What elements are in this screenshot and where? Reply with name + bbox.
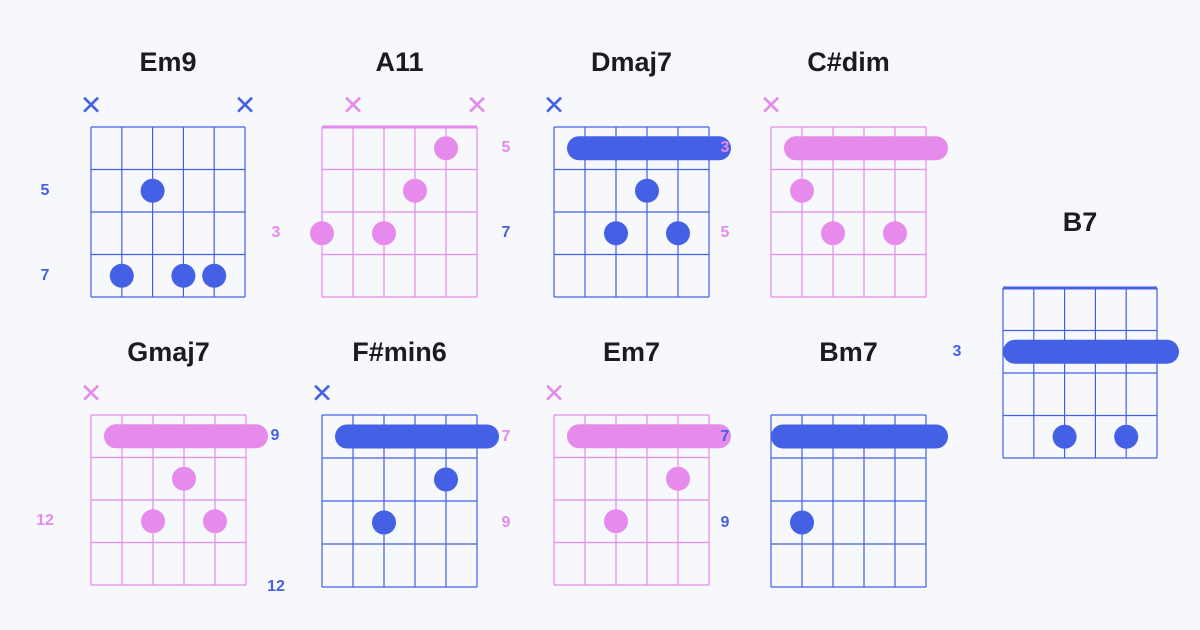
chord-name: C#dim (807, 47, 890, 77)
finger-dot (434, 136, 458, 161)
mute-marker: ✕ (542, 378, 566, 410)
mute-marker: ✕ (233, 90, 257, 122)
mute-marker: ✕ (759, 90, 783, 122)
mute-marker: ✕ (341, 90, 365, 122)
fret-number: 7 (720, 427, 730, 445)
chord-name: B7 (1062, 207, 1098, 237)
chord-diagram-fsharpmin6 (321, 414, 499, 588)
fret-number: 3 (952, 342, 962, 360)
finger-dot (140, 178, 165, 203)
finger-dot (635, 178, 659, 203)
mute-marker: ✕ (310, 378, 334, 410)
chord-name: Bm7 (819, 337, 878, 367)
fret-number: 9 (501, 513, 511, 531)
finger-dot (604, 509, 628, 534)
finger-dot (1052, 424, 1077, 449)
fret-number: 5 (40, 181, 50, 199)
chord-diagram-dmaj7 (553, 126, 731, 298)
chord-name: Gmaj7 (127, 337, 210, 367)
finger-dot (310, 221, 334, 246)
chord-diagram-em7 (553, 414, 731, 586)
finger-dot (141, 509, 165, 534)
finger-dot (403, 178, 427, 203)
chord-diagram-csharpdim (770, 126, 948, 298)
finger-dot (171, 263, 196, 288)
fret-number: 3 (720, 139, 730, 157)
fret-number: 9 (720, 513, 730, 531)
mute-marker: ✕ (542, 90, 566, 122)
mute-marker: ✕ (79, 378, 103, 410)
finger-dot (1114, 424, 1139, 449)
fret-number: 12 (267, 578, 285, 595)
mute-marker: ✕ (465, 90, 489, 122)
fret-number: 5 (720, 224, 730, 242)
fret-number: 7 (501, 224, 511, 242)
chord-name: Em9 (139, 47, 197, 77)
finger-dot (434, 467, 458, 492)
finger-dot (790, 178, 814, 203)
finger-dot (883, 221, 907, 246)
chord-name: Dmaj7 (590, 47, 673, 77)
finger-dot (372, 221, 396, 246)
finger-dot (604, 221, 628, 246)
chord-diagram-a11 (310, 125, 478, 298)
fret-number: 12 (36, 512, 54, 530)
finger-dot (172, 466, 196, 491)
chord-diagram-b7 (1002, 286, 1179, 459)
chord-diagram-bm7 (770, 414, 948, 588)
chord-name: F#min6 (352, 337, 447, 367)
fret-number: 5 (501, 139, 511, 157)
chord-name: A11 (375, 47, 424, 77)
finger-dot (821, 221, 845, 246)
finger-dot (790, 510, 814, 535)
chord-name: Em7 (602, 337, 661, 367)
mute-marker: ✕ (79, 90, 103, 122)
finger-dot (109, 263, 134, 288)
finger-dot (666, 466, 690, 491)
finger-dot (202, 263, 227, 288)
chord-diagram-gmaj7 (90, 414, 268, 586)
chord-diagram-em9 (90, 126, 246, 298)
fret-number: 7 (40, 266, 50, 284)
fret-number: 9 (270, 427, 280, 445)
finger-dot (666, 221, 690, 246)
fret-number: 3 (271, 224, 281, 242)
fret-number: 7 (501, 427, 511, 445)
finger-dot (372, 510, 396, 535)
finger-dot (203, 509, 227, 534)
